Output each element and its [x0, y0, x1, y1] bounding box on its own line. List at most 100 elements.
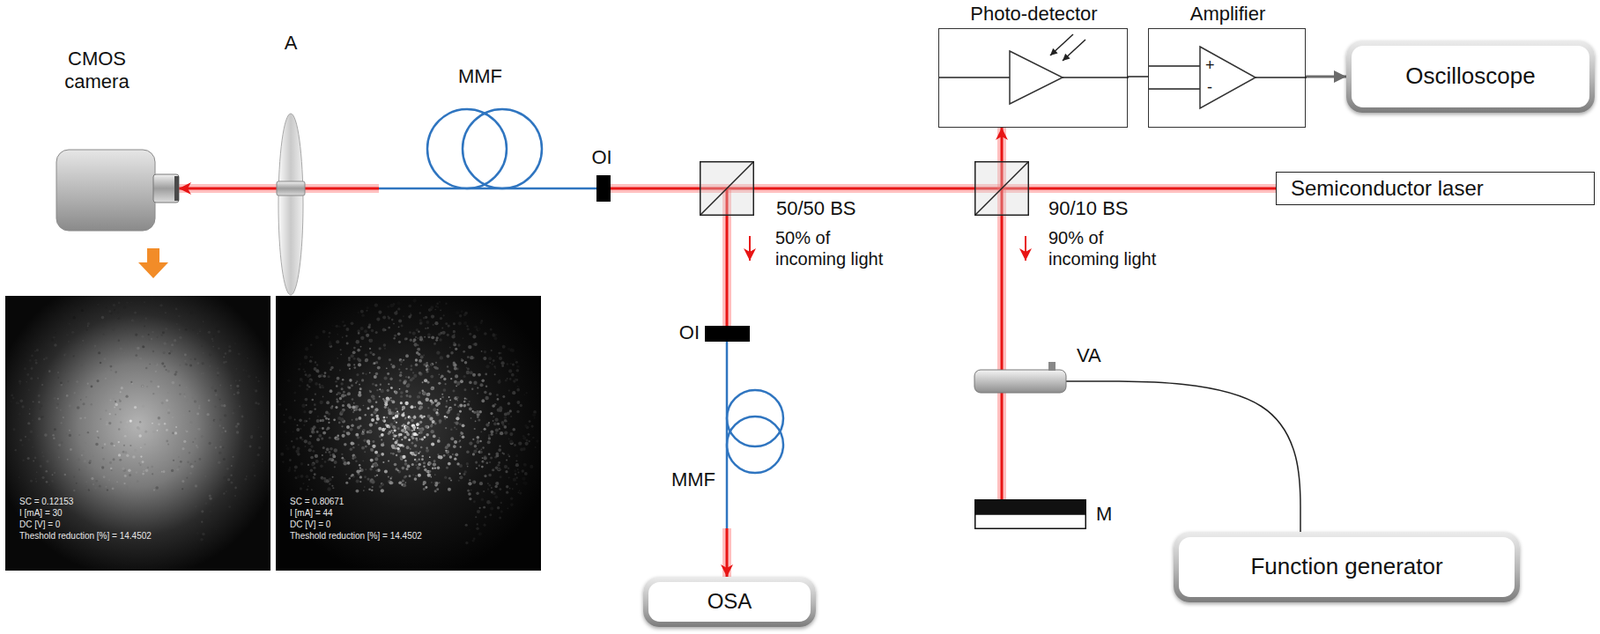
speckle-grain [207, 399, 211, 402]
speckle-grain [68, 429, 71, 432]
speckle-grain [503, 425, 508, 430]
speckle-grain [229, 338, 232, 341]
speckle-grain [496, 355, 498, 358]
speckle-grain [406, 445, 410, 450]
speckle-grain [455, 385, 458, 387]
speckle-grain [125, 486, 129, 489]
speckle-grain [379, 384, 382, 386]
speckle-grain [155, 370, 157, 373]
connector-line [563, 187, 597, 191]
speckle-grain [353, 366, 356, 370]
speckle-grain [441, 326, 444, 329]
speckle-grain [92, 483, 95, 486]
speckle-grain [429, 424, 433, 428]
speckle-grain [314, 393, 317, 396]
speckle-grain [343, 443, 348, 447]
speckle-grain [481, 399, 485, 403]
speckle-grain [532, 437, 535, 440]
speckle-grain [118, 348, 122, 351]
speckle-grain [409, 339, 413, 342]
speckle-grain [326, 427, 331, 431]
speckle-grain [312, 450, 316, 453]
speckle-grain [356, 405, 359, 408]
speckle-grain [262, 413, 265, 415]
speckle-grain [480, 321, 483, 325]
speckle-grain [19, 382, 23, 386]
speckle-grain [504, 379, 508, 383]
speckle-grain [162, 331, 165, 334]
speckle-grain [176, 323, 178, 326]
cube-outline [700, 162, 755, 216]
speckle-grain [467, 345, 472, 349]
speckle-grain [367, 443, 371, 446]
speckle-grain [408, 474, 412, 478]
speckle-grain [316, 430, 319, 434]
speckle-grain [528, 440, 531, 443]
amp-drawing [1148, 29, 1307, 129]
speckle-grain [35, 478, 38, 481]
speckle-grain [494, 373, 497, 376]
connector-line [1000, 215, 1004, 371]
speckle-grain [170, 343, 174, 347]
connector-line [725, 528, 729, 578]
speckle-grain [510, 415, 512, 418]
speckle-grain [129, 419, 133, 423]
speckle-grain [308, 410, 312, 415]
speckle-grain [400, 413, 405, 417]
speckle-grain [387, 459, 390, 462]
speckle-grain [355, 433, 359, 438]
speckle-grain [492, 491, 497, 496]
image-readout: I [mA] = 30 [19, 508, 63, 519]
speckle-grain [81, 454, 83, 457]
speckle-grain [479, 507, 482, 510]
speckle-grain [453, 426, 456, 429]
speckle-grain [466, 462, 469, 466]
speckle-grain [228, 345, 231, 349]
speckle-grain [231, 412, 235, 415]
speckle-grain [423, 436, 427, 439]
speckle-grain [490, 487, 493, 489]
part-label: M [1096, 503, 1132, 526]
speckle-grain [460, 310, 464, 313]
speckle-grain [325, 448, 330, 452]
speckle-grain [516, 365, 519, 369]
speckle-grain [51, 480, 54, 483]
speckle-grain [229, 474, 232, 477]
speckle-grain [495, 418, 499, 423]
speckle-grain [161, 471, 163, 474]
speckle-grain [483, 350, 487, 354]
amplifier-box: Amplifier+- [1148, 28, 1306, 128]
speckle-grain [21, 405, 24, 408]
speckle-grain [377, 366, 381, 371]
speckle-grain [106, 488, 109, 491]
isolator-block [596, 175, 611, 202]
speckle-grain [293, 391, 297, 394]
speckle-grain [452, 330, 456, 334]
speckle-grain [508, 437, 511, 440]
speckle-grain [496, 422, 500, 426]
speckle-grain [425, 368, 429, 371]
speckle-grain [196, 413, 200, 416]
speckle-grain [455, 311, 460, 315]
speckle-grain [357, 362, 362, 367]
speckle-grain [90, 477, 94, 481]
direction-arrow [1024, 236, 1027, 261]
speckle-grain [222, 492, 225, 495]
beam-splitter: 50/50 BS [699, 161, 755, 216]
part-label: A [269, 31, 312, 55]
speckle-grain [37, 400, 40, 403]
speckle-grain [309, 360, 312, 363]
speckle-grain [81, 364, 83, 367]
beam-path [610, 188, 700, 190]
speckle-grain [284, 430, 288, 434]
speckle-grain [376, 474, 378, 477]
speckle-grain [417, 395, 421, 399]
speckle-grain [223, 484, 226, 487]
speckle-grain [357, 358, 362, 363]
speckle-grain [51, 434, 54, 437]
speckle-grain [108, 413, 111, 415]
speckle-grain [489, 412, 493, 415]
speckle-grain [311, 356, 313, 359]
speckle-grain [416, 466, 421, 470]
speckle-grain [503, 430, 508, 435]
